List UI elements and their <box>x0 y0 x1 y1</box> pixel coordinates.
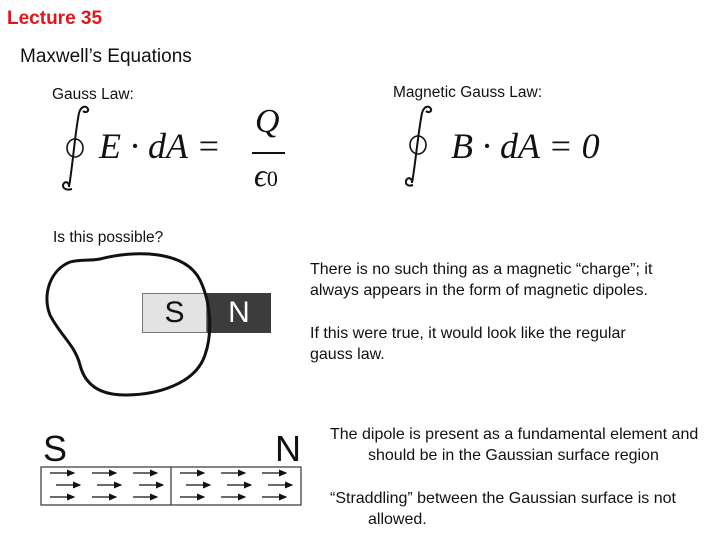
lecture-label: Lecture 35 <box>7 8 103 29</box>
fraction-bar <box>252 152 285 154</box>
explanation-paragraph-2: If this were true, it would look like th… <box>310 325 626 363</box>
dipole-note-2: “Straddling” between the Gaussian surfac… <box>330 490 676 528</box>
contour-integral-icon <box>405 105 433 187</box>
dipole-bar-diagram <box>40 466 302 506</box>
magnet-south-pole: S <box>142 293 207 333</box>
dipole-note-1: The dipole is present as a fundamental e… <box>330 426 699 464</box>
gauss-law-denominator: ϵ0 <box>254 157 278 193</box>
explanation-paragraph-1: There is no such thing as a magnetic “ch… <box>310 261 653 299</box>
dipole-north-label: N <box>275 428 301 469</box>
contour-integral-icon <box>62 105 90 191</box>
magnetic-gauss-law-label: Magnetic Gauss Law: <box>393 84 543 101</box>
gauss-law-lhs: E · dA = <box>99 126 221 166</box>
monopole-question-prompt: Is this possible? <box>53 229 164 246</box>
dipole-south-label: S <box>43 428 68 469</box>
magnet-north-pole: N <box>207 293 271 333</box>
gauss-law-numerator: Q <box>255 103 280 140</box>
magnetic-gauss-law-equation: B · dA = 0 <box>405 105 635 187</box>
gauss-law-label: Gauss Law: <box>52 86 134 103</box>
gauss-law-equation: E · dA = Q ϵ0 <box>55 103 295 193</box>
gaussian-surface-loop-icon <box>45 252 212 397</box>
slide-title: Maxwell’s Equations <box>20 46 192 67</box>
magnetic-gauss-law-lhs: B · dA = 0 <box>451 126 600 166</box>
